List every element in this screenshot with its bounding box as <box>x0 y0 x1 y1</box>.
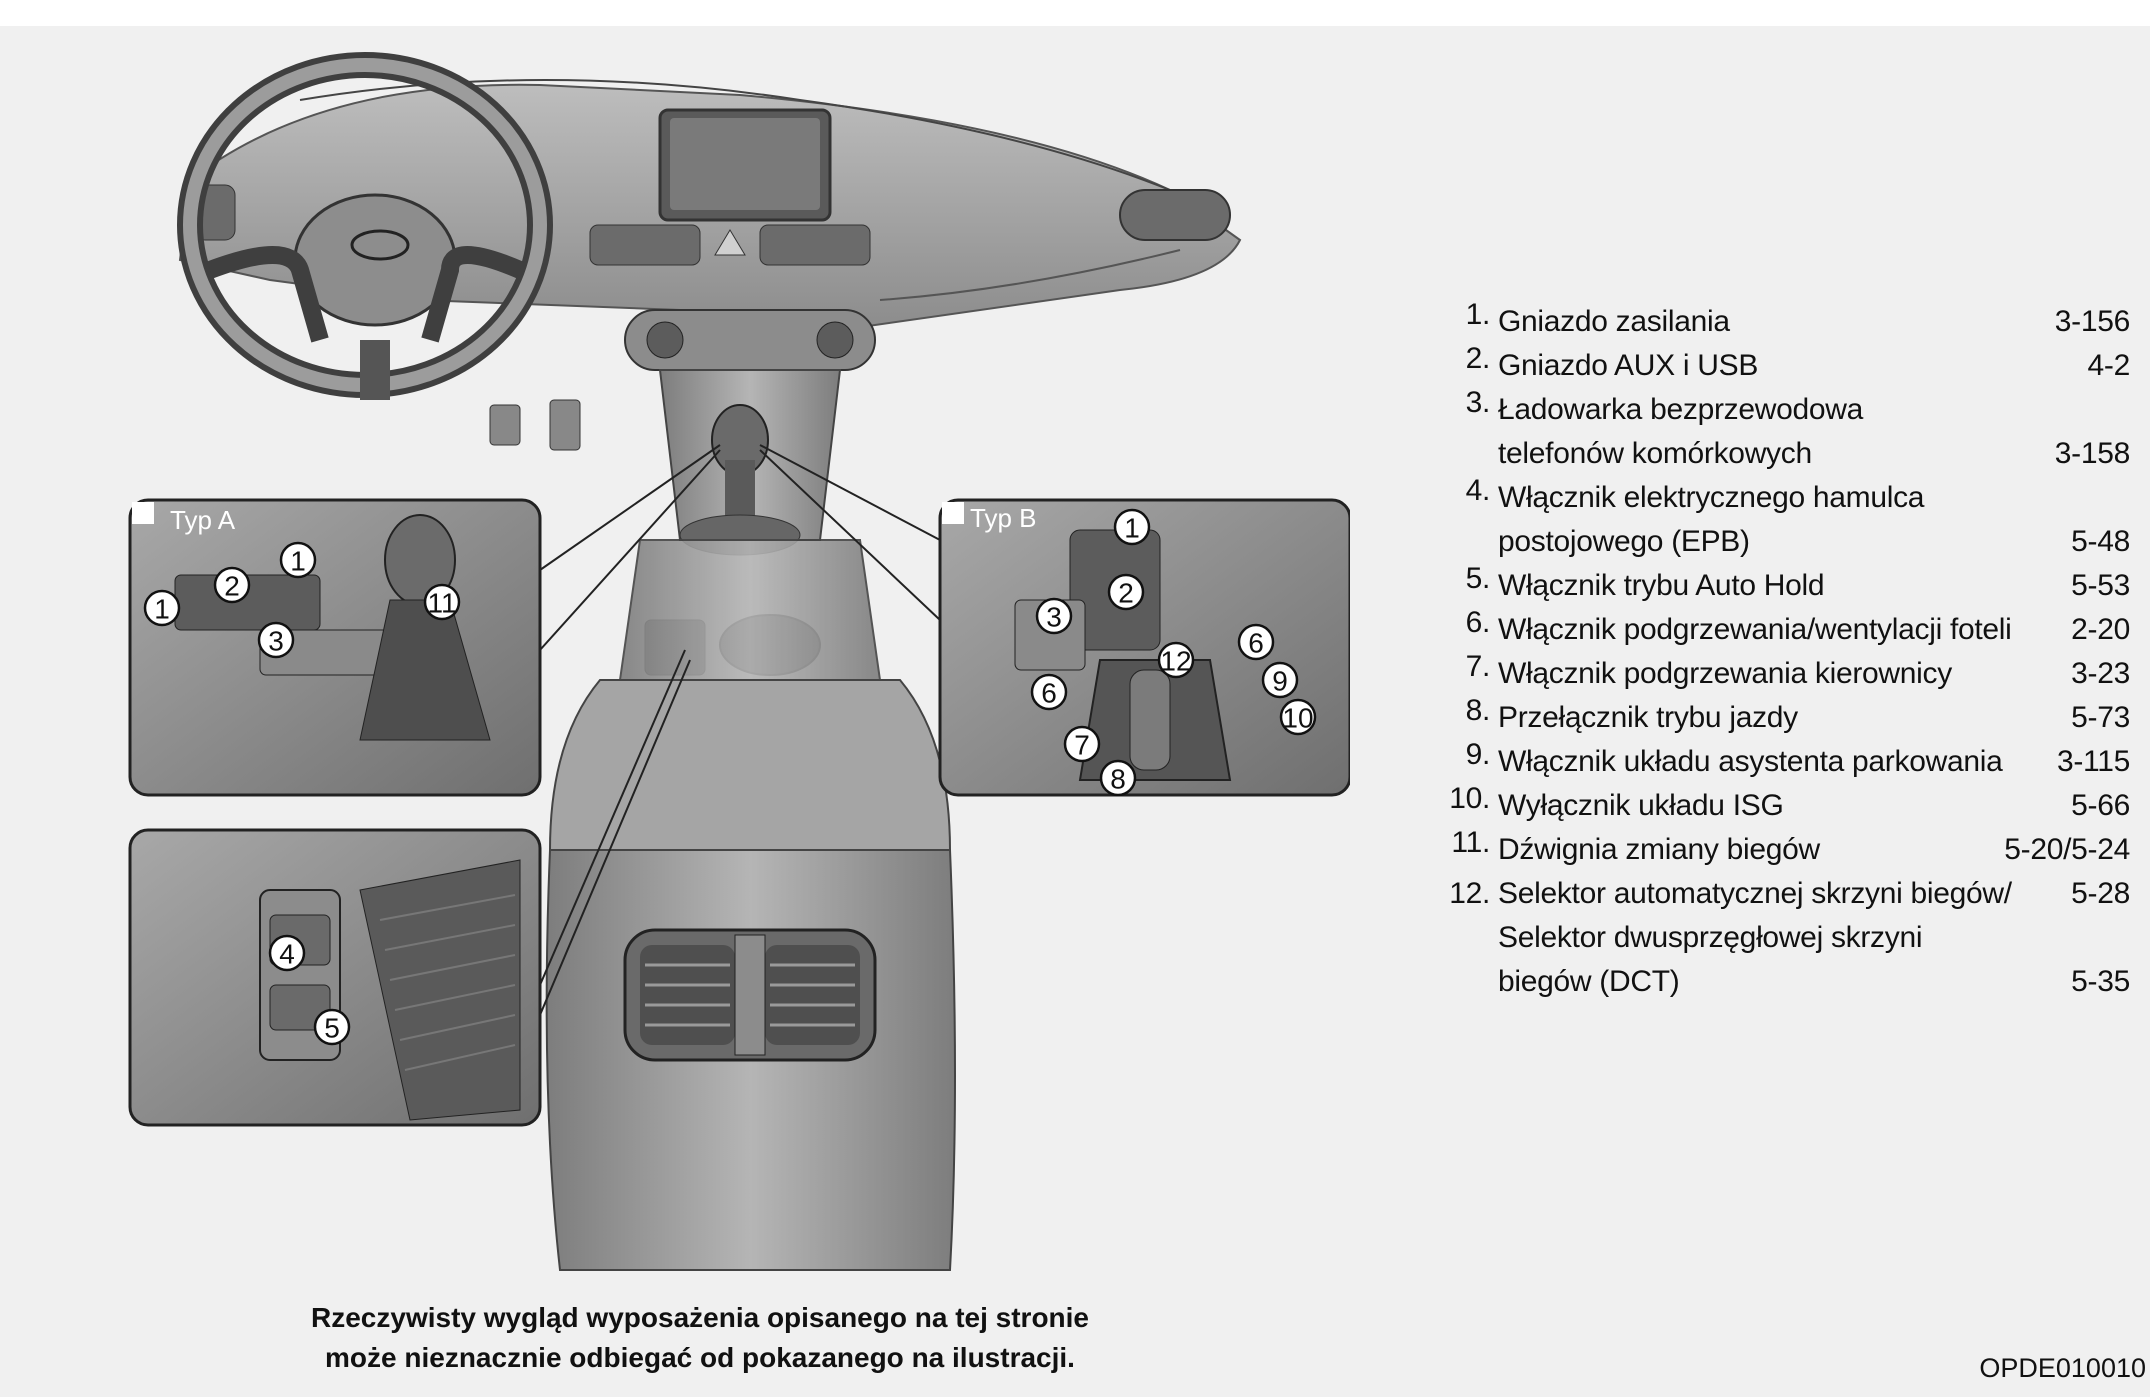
callout-4-epb: 4 <box>268 934 306 972</box>
callout-6-type-b-right: 6 <box>1237 623 1275 661</box>
type-b-label: Typ B <box>970 503 1037 533</box>
callout-1-type-a-right: 1 <box>279 541 317 579</box>
svg-text:1: 1 <box>154 594 170 625</box>
legend-item-10: 10. Wyłącznik układu ISG 5-66 <box>1449 782 2130 823</box>
inset-type-a <box>128 498 542 797</box>
svg-text:3: 3 <box>268 626 284 657</box>
type-a-label: Typ A <box>170 505 236 535</box>
legend-item-12: 12. Selektor automatycznej skrzyni biegó… <box>1449 877 2130 998</box>
svg-text:9: 9 <box>1272 666 1288 697</box>
dashboard-illustration: 1 2 1 3 11 1 2 3 12 6 9 10 6 7 8 4 5 Typ… <box>120 40 1350 1290</box>
steering-wheel <box>177 52 553 400</box>
svg-text:3: 3 <box>1046 602 1062 633</box>
dashboard-drawing: 1 2 1 3 11 1 2 3 12 6 9 10 6 7 8 4 5 <box>128 52 1350 1271</box>
legend-item-7: 7. Włącznik podgrzewania kierownicy 3-23 <box>1465 650 2131 691</box>
svg-text:7: 7 <box>1074 730 1090 761</box>
callout-3-type-a: 3 <box>257 621 295 659</box>
svg-text:4: 4 <box>279 939 295 970</box>
page-top-strip <box>0 0 2150 26</box>
legend-item-6: 6. Włącznik podgrzewania/wentylacji fote… <box>1465 606 2131 647</box>
illustration-disclaimer: Rzeczywisty wygląd wyposażenia opisanego… <box>311 1302 1089 1373</box>
center-console <box>545 369 956 1271</box>
legend-item-2: 2. Gniazdo AUX i USB 4-2 <box>1465 342 2131 383</box>
inset-epb <box>128 828 542 1127</box>
callout-3-type-b: 3 <box>1035 597 1073 635</box>
legend-item-1: 1. Gniazdo zasilania 3-156 <box>1465 298 2131 339</box>
pedals <box>489 399 581 451</box>
callout-8-type-b: 8 <box>1099 759 1137 797</box>
callout-7-type-b: 7 <box>1063 725 1101 763</box>
callout-2-type-b: 2 <box>1107 573 1145 611</box>
svg-text:8: 8 <box>1110 764 1126 795</box>
legend-item-9: 9. Włącznik układu asystenta parkowania … <box>1465 738 2131 779</box>
svg-text:10: 10 <box>1282 703 1313 734</box>
legend-item-11: 11. Dźwignia zmiany biegów 5-20/5-24 <box>1451 826 2130 867</box>
legend-item-5: 5. Włącznik trybu Auto Hold 5-53 <box>1465 562 2131 603</box>
callout-11-type-a: 11 <box>423 583 461 621</box>
callout-5-epb: 5 <box>313 1008 351 1046</box>
inset-type-b <box>938 498 1350 797</box>
callout-1-type-b: 1 <box>1113 508 1151 546</box>
callout-12-type-b: 12 <box>1157 641 1195 679</box>
svg-text:2: 2 <box>224 571 240 602</box>
callout-pointer-lines <box>539 444 941 1016</box>
svg-text:11: 11 <box>427 588 456 619</box>
svg-text:1: 1 <box>290 546 306 577</box>
svg-text:2: 2 <box>1118 578 1134 609</box>
callout-1-type-a-left: 1 <box>143 589 181 627</box>
callout-9-type-b: 9 <box>1261 661 1299 699</box>
callout-10-type-b: 10 <box>1279 698 1317 736</box>
svg-text:12: 12 <box>1160 646 1191 677</box>
callout-2-type-a: 2 <box>213 566 251 604</box>
svg-text:5: 5 <box>324 1013 340 1044</box>
figure-code: OPDE010010 <box>1979 1353 2146 1383</box>
callout-6-type-b-left: 6 <box>1030 673 1068 711</box>
svg-text:1: 1 <box>1124 513 1140 544</box>
component-legend: 1. Gniazdo zasilania 3-156 2. Gniazdo AU… <box>1430 300 2130 1004</box>
svg-text:6: 6 <box>1041 678 1057 709</box>
legend-item-8: 8. Przełącznik trybu jazdy 5-73 <box>1465 694 2131 735</box>
svg-text:6: 6 <box>1248 628 1264 659</box>
